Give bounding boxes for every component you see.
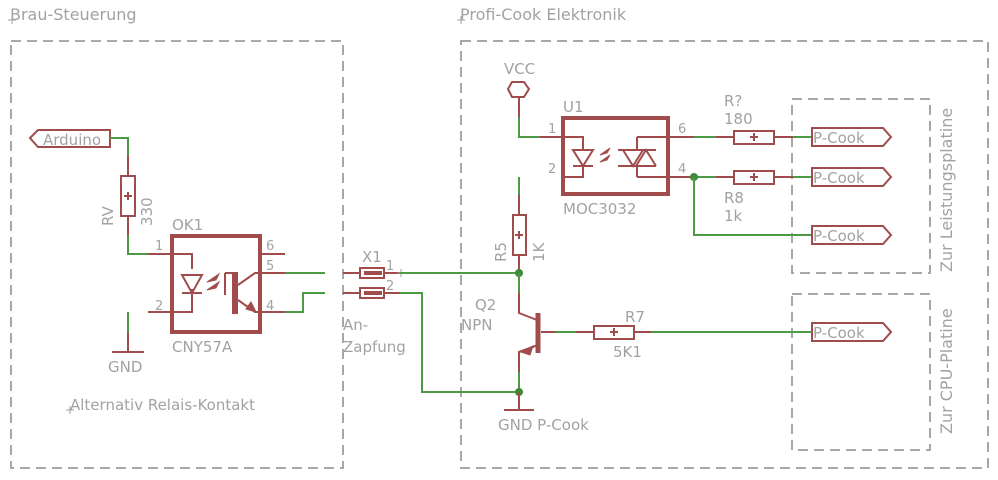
svg-text:P-Cook: P-Cook: [813, 169, 865, 187]
svg-text:4: 4: [678, 162, 686, 177]
x1-label-line1: An-: [343, 316, 368, 334]
svg-text:4: 4: [266, 299, 274, 314]
svg-text:2: 2: [386, 279, 394, 294]
output-pcook-4: P-Cook: [811, 322, 893, 342]
r8-name: R8: [724, 189, 744, 207]
r-top-value: 180: [724, 110, 753, 128]
transistor-q2: [518, 293, 556, 372]
note-alternativ: Alternativ Relais-Kontakt: [70, 396, 255, 414]
label-cpu-platine: Zur CPU-Platine: [937, 308, 956, 434]
r5-value: 1K: [530, 241, 548, 262]
r8-value: 1k: [724, 207, 743, 225]
x1-name: X1: [362, 248, 382, 266]
gnd-label-pcook: GND P-Cook: [498, 416, 589, 434]
ok1-value: CNY57A: [172, 338, 233, 356]
resistor-r5: [512, 214, 527, 273]
svg-text:P-Cook: P-Cook: [813, 129, 865, 147]
u1-name: U1: [563, 98, 584, 116]
svg-text:1: 1: [155, 239, 163, 254]
output-pcook-3: P-Cook: [811, 225, 893, 245]
r7-value: 5K1: [613, 343, 642, 361]
vcc-symbol: [506, 81, 531, 98]
q2-name: Q2: [475, 296, 496, 314]
svg-text:6: 6: [266, 239, 274, 254]
optotriac-u1: [561, 116, 694, 196]
r7-name: R7: [625, 308, 645, 326]
u1-value: MOC3032: [563, 200, 636, 218]
optocoupler-ok1: [148, 234, 285, 334]
r5-name: R5: [492, 242, 510, 262]
gnd-label-left: GND: [108, 358, 142, 376]
resistor-rv: [120, 175, 136, 235]
q2-value: NPN: [461, 316, 493, 334]
frame-title-profi-cook: Profi-Cook Elektronik: [460, 5, 627, 24]
resistor-r-top: [716, 130, 793, 145]
svg-text:2: 2: [548, 162, 556, 177]
resistor-r8: [716, 170, 793, 185]
frame-title-brau: Brau-Steuerung: [10, 5, 137, 24]
x1-label-line2: Zapfung: [343, 338, 406, 356]
svg-text:5: 5: [266, 259, 274, 274]
frame-leistungsplatine: [791, 98, 931, 274]
ok1-name: OK1: [172, 216, 203, 234]
resistor-r7: [576, 325, 651, 340]
svg-text:1: 1: [548, 122, 556, 137]
label-leistungsplatine: Zur Leistungsplatine: [937, 108, 956, 272]
frame-cpu-platine: [791, 293, 931, 451]
svg-text:Arduino: Arduino: [43, 131, 101, 149]
frame-profi-cook: [460, 40, 989, 469]
rv-value: 330: [138, 197, 156, 226]
connector-x1: [343, 267, 400, 299]
rv-name: RV: [99, 205, 117, 226]
svg-text:2: 2: [155, 299, 163, 314]
r-top-name: R?: [724, 92, 742, 110]
output-pcook-1: P-Cook: [811, 127, 893, 147]
svg-text:1: 1: [386, 259, 394, 274]
output-pcook-2: P-Cook: [811, 167, 893, 187]
svg-text:6: 6: [678, 122, 686, 137]
vcc-label: VCC: [504, 60, 535, 78]
svg-text:P-Cook: P-Cook: [813, 227, 865, 245]
frame-brau-steuerung: [10, 40, 344, 469]
svg-text:P-Cook: P-Cook: [813, 324, 865, 342]
arduino-port: Arduino: [28, 129, 111, 149]
